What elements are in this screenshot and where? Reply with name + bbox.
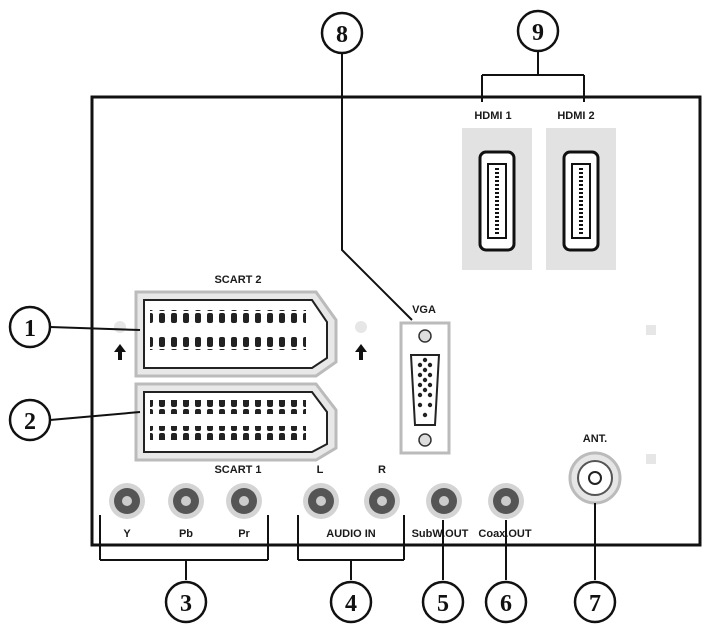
arrow-up-icon <box>114 344 126 360</box>
callout-4-bracket <box>297 515 405 580</box>
vga-port <box>399 321 451 455</box>
callout-8-leader <box>341 53 413 321</box>
callout-3-circle <box>164 580 208 624</box>
callout-1-number: 1 <box>24 316 36 342</box>
hdmi2-label: HDMI 2 <box>557 110 594 122</box>
callout-6-number: 6 <box>500 591 512 617</box>
pb-label: Pb <box>179 528 193 540</box>
rca-audio-l-jack <box>303 483 339 519</box>
audio-r-label: R <box>378 464 386 476</box>
callout-5-circle <box>421 580 465 624</box>
callout-8-number: 8 <box>336 22 348 48</box>
callout-4-number: 4 <box>345 591 357 617</box>
callout-7-circle <box>573 580 617 624</box>
callout-1-leader <box>49 326 141 331</box>
callout-9-bracket <box>481 52 585 102</box>
audio-in-label: AUDIO IN <box>326 528 376 540</box>
panel-marker <box>646 454 656 464</box>
subw-out-label: SubW.OUT <box>412 528 469 540</box>
antenna-port <box>568 451 622 505</box>
ant-label: ANT. <box>583 433 607 445</box>
rca-pr-jack <box>226 483 262 519</box>
callout-9-number: 9 <box>532 20 544 46</box>
scart1-label: SCART 1 <box>214 464 261 476</box>
hdmi1-label: HDMI 1 <box>474 110 511 122</box>
panel-marker <box>646 325 656 335</box>
hdmi2-port <box>546 128 616 270</box>
rca-y-jack <box>109 483 145 519</box>
scart1-port <box>134 382 338 462</box>
callout-6-circle <box>484 580 528 624</box>
scart2-right-dot <box>355 321 367 333</box>
callout-3-number: 3 <box>180 591 192 617</box>
callout-3-bracket <box>99 515 269 580</box>
y-label: Y <box>123 528 131 540</box>
rca-coax-out-jack <box>488 483 524 519</box>
arrow-up-icon <box>355 344 367 360</box>
audio-l-label: L <box>317 464 324 476</box>
rca-audio-r-jack <box>364 483 400 519</box>
callout-9-circle <box>516 9 560 53</box>
pr-label: Pr <box>238 528 250 540</box>
callout-2-number: 2 <box>24 409 36 435</box>
rca-subw-out-jack <box>426 483 462 519</box>
callout-2-leader <box>49 411 141 421</box>
hdmi1-port <box>462 128 532 270</box>
rca-pb-jack <box>168 483 204 519</box>
callout-5-number: 5 <box>437 591 449 617</box>
vga-label: VGA <box>412 304 436 316</box>
callout-4-circle <box>329 580 373 624</box>
callout-7-number: 7 <box>589 591 601 617</box>
scart2-label: SCART 2 <box>214 274 261 286</box>
scart2-port <box>134 290 338 378</box>
scart2-left-dot <box>114 321 126 333</box>
